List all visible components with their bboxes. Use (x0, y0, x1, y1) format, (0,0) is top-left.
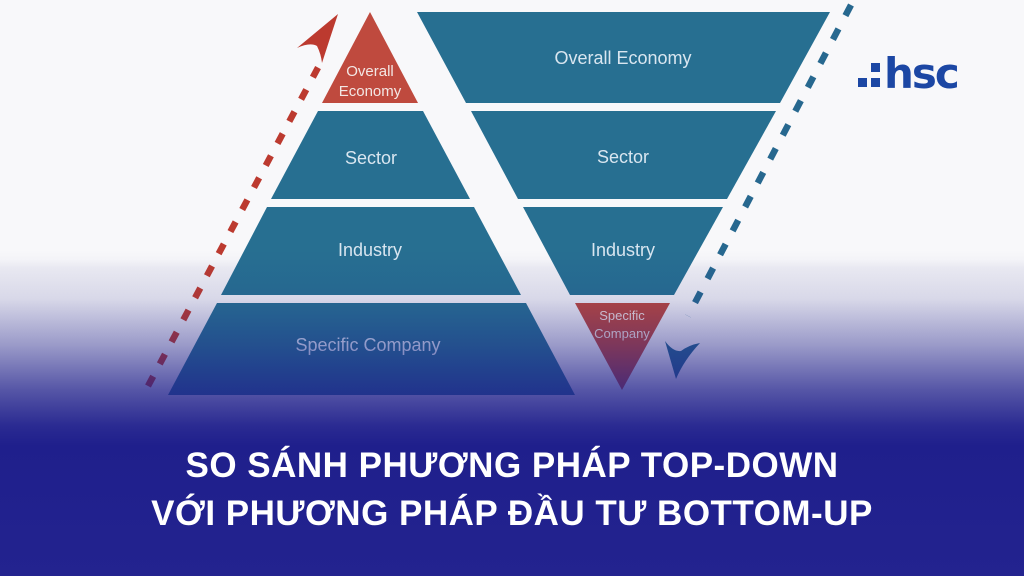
slide-title: SO SÁNH PHƯƠNG PHÁP TOP-DOWN VỚI PHƯƠNG … (151, 445, 873, 533)
hsc-logo-dots-icon (858, 63, 880, 87)
hsc-logo: hsc (858, 49, 960, 98)
title-line-1: SO SÁNH PHƯƠNG PHÁP TOP-DOWN (185, 445, 838, 485)
left-label-overall-line1: Overall (346, 63, 394, 80)
red-up-arrow-head (297, 14, 338, 63)
hsc-logo-text: hsc (884, 49, 958, 98)
left-label-sector: Sector (345, 148, 397, 168)
left-level-overall-economy (322, 12, 418, 103)
left-label-overall-line2: Economy (339, 83, 402, 100)
right-label-sector: Sector (597, 147, 649, 167)
blue-down-arrow-line (685, 3, 854, 318)
right-level-sector (471, 111, 776, 199)
left-level-sector (271, 111, 470, 199)
bottom-gradient-overlay (0, 250, 1024, 576)
red-up-arrow (145, 14, 338, 388)
right-label-overall-economy: Overall Economy (554, 48, 691, 68)
red-up-arrow-line (145, 60, 324, 388)
right-level-overall-economy (417, 12, 830, 103)
title-line-2: VỚI PHƯƠNG PHÁP ĐẦU TƯ BOTTOM-UP (151, 493, 873, 533)
